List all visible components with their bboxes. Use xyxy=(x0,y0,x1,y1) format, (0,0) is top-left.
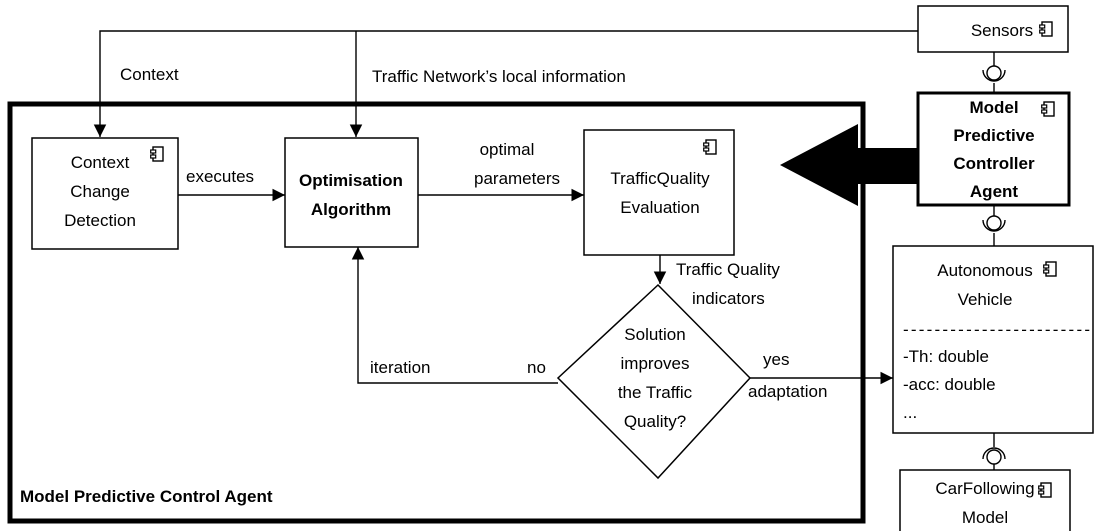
traffic-network-info-label: Traffic Network’s local information xyxy=(372,67,626,86)
optimal-label: optimal xyxy=(480,140,535,159)
mpc-vehicle-interface-connector xyxy=(982,205,1006,246)
mpc-agent-line-2: Predictive xyxy=(953,126,1034,145)
traffic-quality-evaluation-line-2: Evaluation xyxy=(620,198,699,217)
iteration-label: iteration xyxy=(370,358,430,377)
decision-diamond: Solution improves the Traffic Quality? xyxy=(556,283,752,480)
mpc-agent-component: Model Predictive Controller Agent xyxy=(916,91,1071,207)
mpc-agent-line-4: Agent xyxy=(970,182,1019,201)
block-arrow xyxy=(780,124,917,206)
decision-line-2: improves xyxy=(621,354,690,373)
mpc-agent-line-3: Controller xyxy=(953,154,1035,173)
executes-label: executes xyxy=(186,167,254,186)
component-icon xyxy=(1043,261,1057,277)
car-following-model-component: CarFollowing Model xyxy=(899,469,1071,531)
sensors-label: Sensors xyxy=(971,21,1033,40)
yes-label: yes xyxy=(763,350,789,369)
mpc-agent-line-1: Model xyxy=(969,98,1018,117)
context-label: Context xyxy=(120,65,179,84)
optimisation-algorithm-line-1: Optimisation xyxy=(299,171,403,190)
decision-line-4: Quality? xyxy=(624,412,686,431)
traffic-quality-evaluation-component: TrafficQuality Evaluation xyxy=(583,129,735,256)
iteration-arrow xyxy=(351,247,558,384)
autonomous-vehicle-line-1: Autonomous xyxy=(937,261,1032,280)
context-change-detection-line-1: Context xyxy=(71,153,130,172)
sensors-interface-connector xyxy=(982,52,1006,93)
decision-line-1: Solution xyxy=(624,325,685,344)
context-flow-arrow xyxy=(93,30,918,137)
autonomous-vehicle-line-2: Vehicle xyxy=(958,290,1013,309)
optimisation-algorithm-component: Optimisation Algorithm xyxy=(284,137,419,248)
attribute-acc: -acc: double xyxy=(903,375,996,394)
optimisation-algorithm-line-2: Algorithm xyxy=(311,200,391,219)
component-icon xyxy=(1041,101,1055,117)
sensors-component: Sensors xyxy=(917,5,1069,53)
context-change-detection-line-2: Change xyxy=(70,182,130,201)
attribute-ellipsis: ... xyxy=(903,403,917,422)
component-icon xyxy=(1039,21,1053,37)
container-label: Model Predictive Control Agent xyxy=(20,487,273,506)
attribute-th: -Th: double xyxy=(903,347,989,366)
traffic-quality-evaluation-line-1: TrafficQuality xyxy=(610,169,710,188)
indicators-label: indicators xyxy=(692,289,765,308)
component-icon xyxy=(1038,482,1052,498)
component-icon xyxy=(150,146,164,162)
context-change-detection-component: Context Change Detection xyxy=(31,137,179,250)
context-change-detection-line-3: Detection xyxy=(64,211,136,230)
parameters-label: parameters xyxy=(474,169,560,188)
mpc-agent-container xyxy=(7,101,866,524)
no-label: no xyxy=(527,358,546,377)
vehicle-carfollowing-interface-connector xyxy=(982,433,1006,470)
car-following-line-1: CarFollowing xyxy=(935,479,1034,498)
component-icon xyxy=(703,139,717,155)
car-following-line-2: Model xyxy=(962,508,1008,527)
adaptation-label: adaptation xyxy=(748,382,827,401)
traffic-quality-label: Traffic Quality xyxy=(676,260,780,279)
autonomous-vehicle-component: Autonomous Vehicle ---------------------… xyxy=(892,245,1094,434)
decision-line-3: the Traffic xyxy=(618,383,693,402)
